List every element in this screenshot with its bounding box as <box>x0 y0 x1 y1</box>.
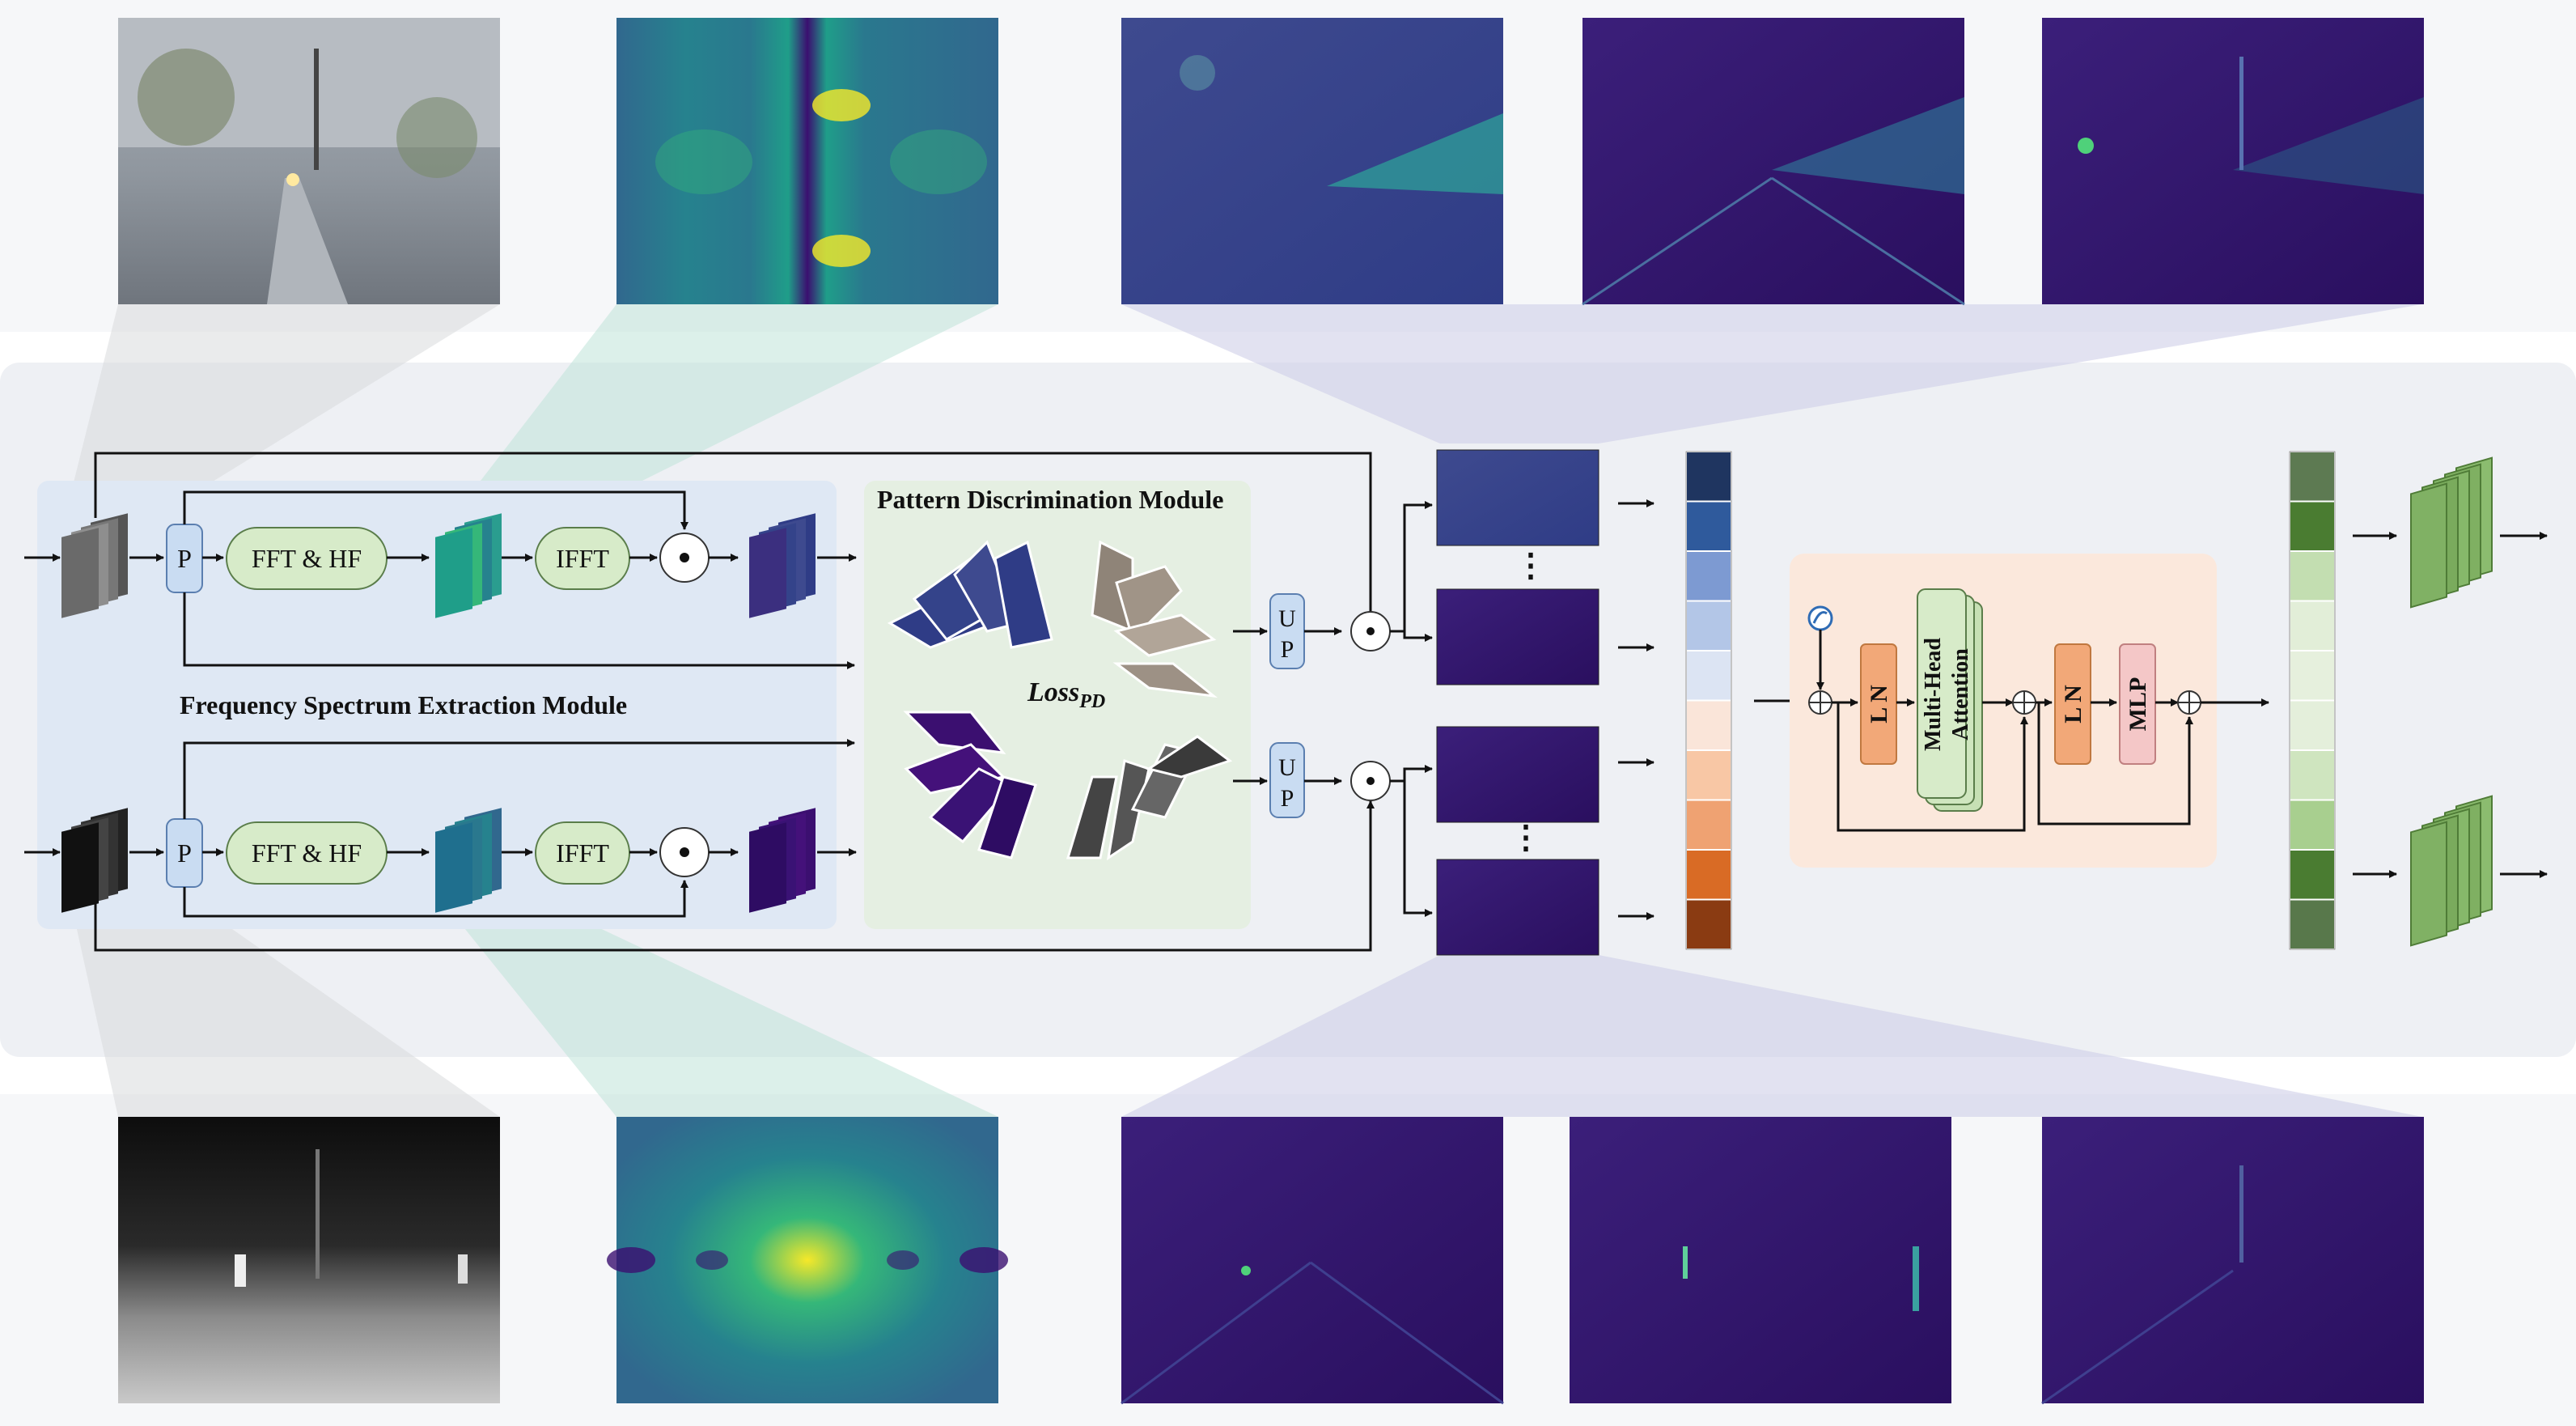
rgb-input-image <box>118 18 500 304</box>
token-in-2 <box>1685 500 1732 552</box>
fan-freq-bottom <box>421 874 998 1117</box>
pool-label-top: P <box>177 544 192 573</box>
freq-spectrum-bottom-image <box>607 1117 1008 1403</box>
token-out-3 <box>2289 550 2336 602</box>
fsem-panel <box>37 481 837 929</box>
feature-map-top-2 <box>1582 18 1965 306</box>
mlp-label: MLP <box>2125 677 2151 732</box>
token-in-4 <box>1685 600 1732 651</box>
fft-hf-label-bottom: FFT & HF <box>252 838 362 868</box>
feature-tile-3 <box>1436 726 1599 823</box>
pattern-petals-bottom-left <box>903 711 1037 859</box>
token-column-input <box>1685 451 1732 950</box>
token-in-1 <box>1685 451 1732 503</box>
transformer-panel <box>1790 554 2217 868</box>
filtered-stack-bottom <box>749 808 816 913</box>
feature-tile-4 <box>1436 859 1599 956</box>
mlp-block <box>2119 643 2156 765</box>
ir-input-stack <box>61 808 128 913</box>
pattern-petals-top-left <box>887 540 1053 649</box>
loss-main: Loss <box>1027 677 1079 707</box>
output-stack-bottom <box>2410 795 2493 947</box>
fan-features-top <box>1121 304 2422 444</box>
fsem-title: Frequency Spectrum Extraction Module <box>180 690 627 719</box>
pdm-title: Pattern Discrimination Module <box>877 485 1223 514</box>
token-in-6 <box>1685 699 1732 751</box>
feature-map-bottom-2 <box>1570 1117 1951 1403</box>
ifft-label-top: IFFT <box>556 544 609 573</box>
upsample-p-bottom: P <box>1281 785 1294 812</box>
ir-input-image <box>118 1117 500 1403</box>
feature-tile-2 <box>1436 588 1599 685</box>
token-out-frame <box>2289 451 2336 950</box>
feature-map-top-3 <box>2042 18 2424 304</box>
upsample-u-bottom: U <box>1278 754 1296 781</box>
ifft-label-bottom: IFFT <box>556 838 609 868</box>
layernorm-1 <box>1860 643 1897 765</box>
token-out-7 <box>2289 749 2336 801</box>
token-out-5 <box>2289 650 2336 702</box>
token-in-frame <box>1685 451 1732 950</box>
token-out-1 <box>2289 451 2336 503</box>
ellipsis-bottom: ⋮ <box>1510 819 1542 855</box>
pos-embed-icon <box>1807 605 1833 631</box>
token-out-9 <box>2289 849 2336 901</box>
layernorm-2-label: L N <box>2060 685 2087 724</box>
token-out-4 <box>2289 600 2336 651</box>
feature-map-bottom-1 <box>1121 1117 1504 1405</box>
token-out-8 <box>2289 799 2336 851</box>
mha-label-line1: Multi-Head <box>1921 638 1946 751</box>
loss-subscript: PD <box>1078 691 1105 712</box>
token-out-10 <box>2289 898 2336 950</box>
token-in-7 <box>1685 749 1732 801</box>
mha-label-line2: Attention <box>1948 648 1973 741</box>
pattern-petals-bottom-right <box>1066 735 1233 861</box>
fan-features-bottom <box>1121 955 2422 1117</box>
token-in-5 <box>1685 650 1732 702</box>
pool-label-bottom: P <box>177 838 192 868</box>
token-column-output <box>2289 451 2336 950</box>
rgb-input-stack <box>61 513 128 618</box>
spectrum-stack-bottom <box>435 808 502 913</box>
token-out-2 <box>2289 500 2336 552</box>
filtered-stack-top <box>749 513 816 618</box>
fft-hf-label-top: FFT & HF <box>252 544 362 573</box>
output-stack-top <box>2410 456 2493 609</box>
freq-spectrum-top-image <box>616 18 998 304</box>
upsample-u-top: U <box>1278 605 1296 632</box>
pattern-petals-top-right <box>1091 540 1218 698</box>
layernorm-2 <box>2054 643 2091 765</box>
fan-ir-bottom <box>65 874 500 1117</box>
spectrum-stack-top <box>435 513 502 618</box>
token-in-3 <box>1685 550 1732 602</box>
feature-map-bottom-3 <box>2041 1117 2424 1405</box>
upsample-p-top: P <box>1281 636 1294 663</box>
token-in-9 <box>1685 849 1732 901</box>
feature-tile-1 <box>1436 449 1599 546</box>
token-out-6 <box>2289 699 2336 751</box>
pdm-loss: LossPD <box>1027 677 1105 712</box>
feature-map-top-1 <box>1121 18 1503 304</box>
token-in-8 <box>1685 799 1732 851</box>
fan-rgb-top <box>65 304 500 518</box>
token-in-10 <box>1685 898 1732 950</box>
ellipsis-top: ⋮ <box>1515 547 1547 584</box>
multi-head-attention <box>1917 588 1967 799</box>
layernorm-1-label: L N <box>1866 685 1892 724</box>
